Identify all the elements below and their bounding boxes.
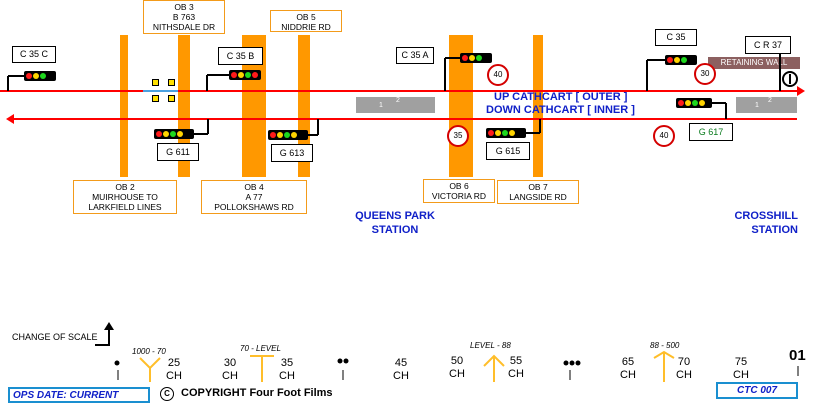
gradient-label: 70 - LEVEL bbox=[240, 344, 281, 353]
signal-head[interactable] bbox=[486, 128, 526, 138]
up-arrow bbox=[797, 86, 805, 96]
signal-label-cr37[interactable]: C R 37 bbox=[745, 36, 791, 54]
speed-sign: 40 bbox=[487, 64, 509, 86]
bridge-label-ob5: OB 5 NIDDRIE RD bbox=[270, 10, 342, 32]
gradient-label: LEVEL - 88 bbox=[470, 341, 511, 350]
retaining-wall: RETAINING WALL bbox=[708, 57, 800, 69]
up-line-label: UP CATHCART [ OUTER ] bbox=[494, 91, 628, 103]
platform-number: 2 bbox=[396, 97, 400, 104]
bridge-label-ob6: OB 6 VICTORIA RD bbox=[423, 179, 495, 203]
signal-head[interactable] bbox=[460, 53, 492, 63]
bridge-ob7 bbox=[533, 35, 543, 177]
chainage-label: 45 CH bbox=[393, 357, 409, 382]
signal-label-c35a[interactable]: C 35 A bbox=[396, 47, 434, 64]
platform-queens-park bbox=[356, 97, 435, 113]
copyright-icon: C bbox=[160, 387, 174, 401]
down-arrow bbox=[6, 114, 14, 124]
chainage-label: 30 CH bbox=[222, 357, 238, 382]
bridge-label-ob3: OB 3 B 763 NITHSDALE DR bbox=[143, 0, 225, 34]
platform-crosshill bbox=[736, 97, 797, 113]
signal-label-c35[interactable]: C 35 bbox=[655, 29, 697, 46]
change-of-scale-label: CHANGE OF SCALE bbox=[12, 332, 98, 342]
signal-head[interactable] bbox=[665, 55, 697, 65]
mile-marker: 01 bbox=[789, 347, 806, 364]
signal-label-c35c[interactable]: C 35 C bbox=[12, 46, 56, 63]
crossover-marker bbox=[168, 95, 175, 102]
bridge-label-ob7: OB 7 LANGSIDE RD bbox=[497, 180, 579, 204]
chainage-label: 25 CH bbox=[166, 357, 182, 382]
copyright-text: COPYRIGHT Four Foot Films bbox=[181, 387, 333, 399]
chainage-label: 70 CH bbox=[676, 356, 692, 381]
speed-sign: 35 bbox=[447, 125, 469, 147]
chainage-label: 75 CH bbox=[733, 356, 749, 381]
ops-date-box: OPS DATE: CURRENT bbox=[8, 387, 150, 403]
speed-sign: 30 bbox=[694, 63, 716, 85]
bridge-ob3 bbox=[178, 35, 190, 177]
signal-head[interactable] bbox=[24, 71, 56, 81]
chainage-label: 50 CH bbox=[449, 355, 465, 380]
bridge-ob5 bbox=[298, 35, 310, 177]
signal-label-g613[interactable]: G 613 bbox=[271, 144, 313, 162]
signal-label-g617[interactable]: G 617 bbox=[689, 123, 733, 141]
signal-label-g611[interactable]: G 611 bbox=[157, 143, 199, 161]
gradient-label: 88 - 500 bbox=[650, 341, 680, 350]
bridge-ob2-left bbox=[120, 35, 128, 177]
station-queens-park: QUEENS PARK STATION bbox=[355, 210, 435, 236]
gradient-label: 1000 - 70 bbox=[132, 347, 166, 356]
station-crosshill: CROSSHILL STATION bbox=[734, 210, 798, 236]
signal-head[interactable] bbox=[229, 70, 261, 80]
signal-head[interactable] bbox=[268, 130, 308, 140]
platform-number: 2 bbox=[768, 97, 772, 104]
down-line-label: DOWN CATHCART [ INNER ] bbox=[486, 104, 635, 116]
signal-label-c35b[interactable]: C 35 B bbox=[218, 47, 263, 65]
signal-head[interactable] bbox=[154, 129, 194, 139]
bridge-label-ob4: OB 4 A 77 POLLOKSHAWS RD bbox=[201, 180, 307, 214]
signal-head[interactable] bbox=[676, 98, 712, 108]
bridge-label-ob2: OB 2 MUIRHOUSE TO LARKFIELD LINES bbox=[73, 180, 177, 214]
change-of-scale-arrow bbox=[95, 327, 110, 346]
ctc-box: CTC 007 bbox=[716, 382, 798, 399]
chainage-label: 35 CH bbox=[279, 357, 295, 382]
chainage-label: 55 CH bbox=[508, 355, 524, 380]
signal-label-g615[interactable]: G 615 bbox=[486, 142, 530, 160]
chainage-label: 65 CH bbox=[620, 356, 636, 381]
crossover-marker bbox=[168, 79, 175, 86]
platform-number: 1 bbox=[379, 102, 383, 109]
platform-number: 1 bbox=[755, 102, 759, 109]
speed-sign: 40 bbox=[653, 125, 675, 147]
crossover-marker bbox=[152, 95, 159, 102]
gradient-post bbox=[139, 357, 161, 370]
crossover-marker bbox=[152, 79, 159, 86]
